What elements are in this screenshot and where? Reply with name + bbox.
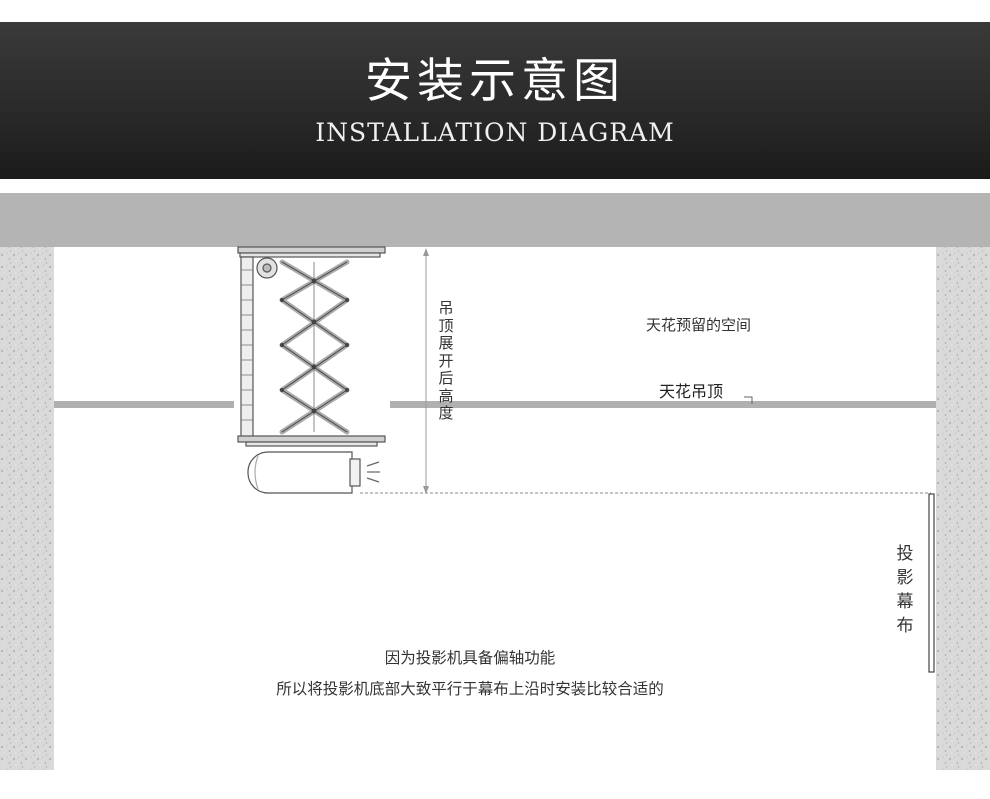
page-subtitle: INSTALLATION DIAGRAM — [315, 118, 675, 147]
projector — [247, 451, 361, 494]
note-line-2: 所以将投影机底部大致平行于幕布上沿时安装比较合适的 — [276, 680, 664, 698]
ceiling-slab — [0, 193, 990, 247]
ceiling-line-right — [390, 401, 936, 408]
room-area — [54, 247, 936, 770]
ceiling-line-left — [54, 401, 234, 408]
projector-light-icon — [366, 461, 380, 483]
header-banner — [0, 22, 990, 179]
projection-screen — [928, 493, 935, 673]
left-wall-texture — [0, 247, 54, 770]
height-dimension — [423, 248, 429, 494]
screen-label: 投影幕布 — [896, 544, 914, 636]
reserved-space-label: 天花预留的空间 — [646, 316, 752, 334]
page-title: 安装示意图 — [365, 54, 625, 109]
right-wall-texture — [936, 247, 990, 770]
ceiling-label: 天花吊顶 — [659, 382, 724, 401]
height-label: 吊顶展开后高度 — [438, 299, 454, 422]
projector-lift — [237, 246, 386, 447]
note-line-1: 因为投影机具备偏轴功能 — [384, 649, 556, 667]
ceiling-label-marker — [744, 396, 753, 404]
